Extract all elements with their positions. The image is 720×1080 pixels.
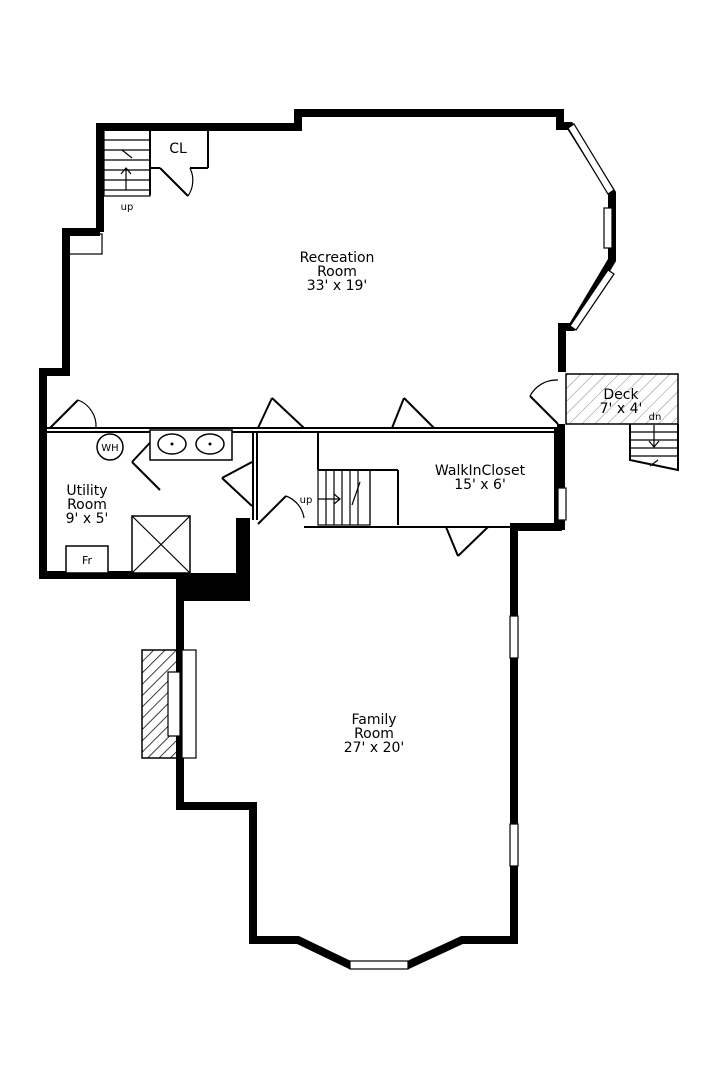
window-family-bottom xyxy=(349,960,409,970)
water-heater xyxy=(96,433,124,461)
stairs-up-label-center: up xyxy=(300,495,313,506)
stairs-up-label-top: up xyxy=(121,202,134,213)
family-room-name-1: Family xyxy=(351,712,396,728)
exterior-walls xyxy=(39,109,616,969)
freezer-label: Fr xyxy=(82,554,93,567)
utility-room-name-1: Utility xyxy=(66,483,107,499)
water-heater-label: WH xyxy=(101,443,118,454)
recreation-room-name-1: Recreation xyxy=(300,250,375,266)
window-family-upper xyxy=(509,615,519,659)
deck-name: Deck xyxy=(603,387,639,403)
stairs-center xyxy=(317,469,371,526)
stairs-dn-label: dn xyxy=(649,412,662,423)
window-rec-right xyxy=(603,207,613,249)
walkin-closet-name: WalkInCloset xyxy=(435,463,526,479)
deck xyxy=(565,373,679,472)
deck-dims: 7' x 4' xyxy=(600,401,643,417)
utility-room-dims: 9' x 5' xyxy=(66,511,109,527)
window-closet xyxy=(557,487,567,521)
recreation-room-name-2: Room xyxy=(317,264,357,280)
freezer xyxy=(65,545,109,574)
walkin-closet-dims: 15' x 6' xyxy=(454,477,506,493)
closet-label: CL xyxy=(169,141,187,157)
recreation-room-dims: 33' x 19' xyxy=(307,278,368,294)
utility-room-name-2: Room xyxy=(67,497,107,513)
recreation-left-wall xyxy=(39,228,562,969)
window-rec-upper xyxy=(567,123,615,195)
windows xyxy=(349,123,615,970)
recreation-room-walls xyxy=(96,109,616,372)
family-room-dims: 27' x 20' xyxy=(344,740,405,756)
window-rec-lower xyxy=(569,269,615,331)
family-room-name-2: Room xyxy=(354,726,394,742)
fireplace xyxy=(141,649,197,759)
stairs-top-left xyxy=(103,129,151,197)
window-family-lower xyxy=(509,823,519,867)
utility-fixtures xyxy=(65,429,233,574)
doors xyxy=(49,167,559,557)
structural-blocks xyxy=(180,518,250,601)
interior-walls xyxy=(45,130,558,528)
utility-wall-block xyxy=(236,518,250,578)
